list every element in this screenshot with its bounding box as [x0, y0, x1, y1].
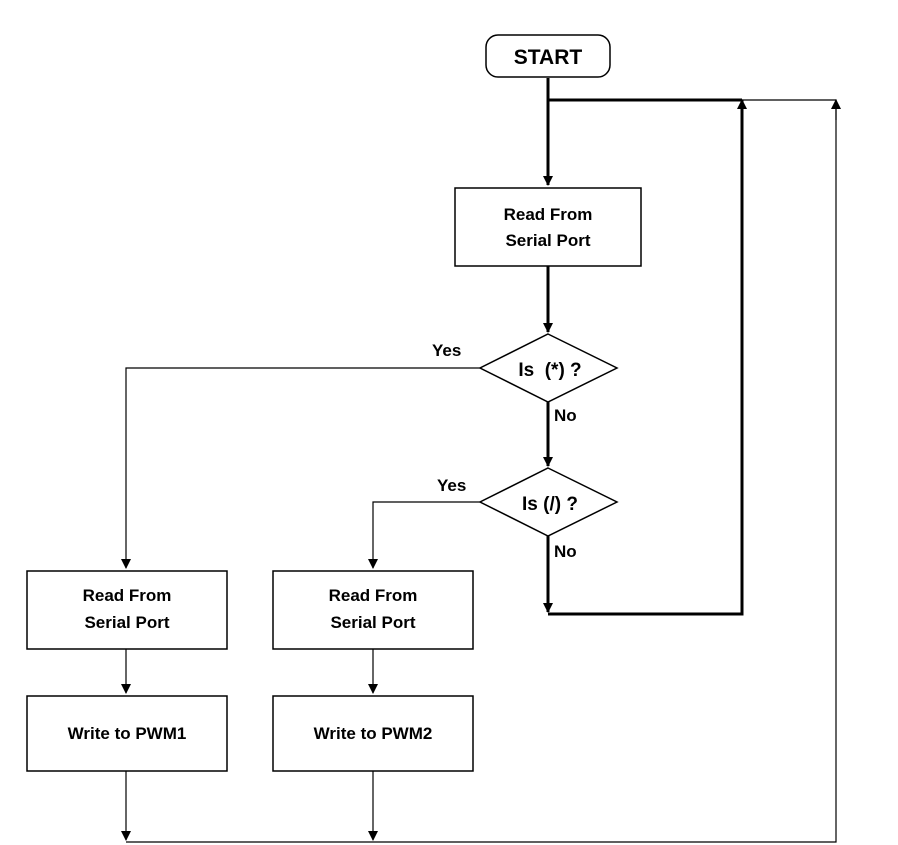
edge-label-star-yes: Yes [432, 341, 461, 360]
edge-outer-return [126, 99, 837, 843]
edge-star-yes [121, 367, 480, 569]
read-serial-pwm2-line1: Read From [329, 586, 418, 605]
read-serial-pwm2-node: Read From Serial Port [272, 570, 474, 650]
write-pwm1-label: Write to PWM1 [68, 724, 187, 743]
read-serial-main-line2: Serial Port [505, 231, 590, 250]
decision-slash-node: Is (/) ? [478, 467, 619, 537]
read-serial-pwm1-line1: Read From [83, 586, 172, 605]
read-serial-pwm2-line2: Serial Port [330, 613, 415, 632]
write-pwm2-node: Write to PWM2 [272, 695, 474, 772]
start-label: START [514, 46, 583, 69]
edge-slash-yes [368, 501, 480, 569]
read-serial-main-line1: Read From [504, 205, 593, 224]
edge-loop-return [548, 99, 747, 616]
write-pwm2-label: Write to PWM2 [314, 724, 433, 743]
edge-label-star-no: No [554, 406, 577, 425]
edge-label-slash-yes: Yes [437, 476, 466, 495]
decision-star-node: Is (*) ? [478, 333, 619, 403]
read-serial-pwm1-node: Read From Serial Port [26, 570, 228, 650]
start-node: START [485, 34, 611, 78]
read-serial-pwm1-line2: Serial Port [84, 613, 169, 632]
edge-label-slash-no: No [554, 542, 577, 561]
read-serial-main-node: Read From Serial Port [454, 187, 642, 267]
write-pwm1-node: Write to PWM1 [26, 695, 228, 772]
decision-slash-label: Is (/) ? [522, 494, 578, 515]
decision-star-label: Is (*) ? [518, 360, 581, 381]
